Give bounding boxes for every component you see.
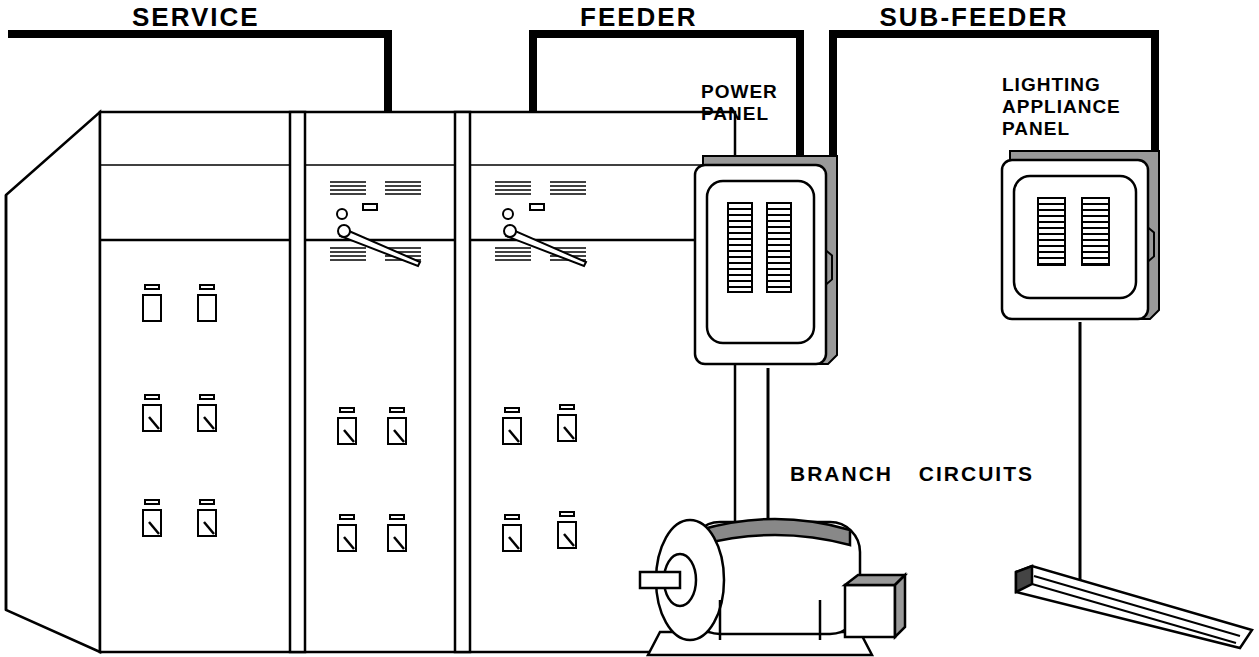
motor xyxy=(640,519,905,655)
section-label: FEEDER xyxy=(580,2,697,33)
section-label: SERVICE xyxy=(132,2,260,33)
electrical-panel: LIGHTING APPLIANCE PANEL xyxy=(1000,150,1160,322)
sub-feeder-conductor xyxy=(833,34,1155,155)
switchgear xyxy=(6,112,735,652)
panel-label: LIGHTING APPLIANCE PANEL xyxy=(1002,74,1121,140)
light-fixture xyxy=(1016,566,1252,648)
breaker-icons xyxy=(143,285,576,551)
branch-wire xyxy=(767,368,770,520)
branch-wire xyxy=(1079,322,1082,582)
electrical-panel: POWER PANEL xyxy=(693,155,838,367)
conductor-label: SUB-FEEDER xyxy=(879,2,1068,33)
section-label: BRANCH CIRCUITS xyxy=(790,462,1034,486)
switch-handles xyxy=(337,204,586,266)
panel-label: POWER PANEL xyxy=(701,81,778,125)
